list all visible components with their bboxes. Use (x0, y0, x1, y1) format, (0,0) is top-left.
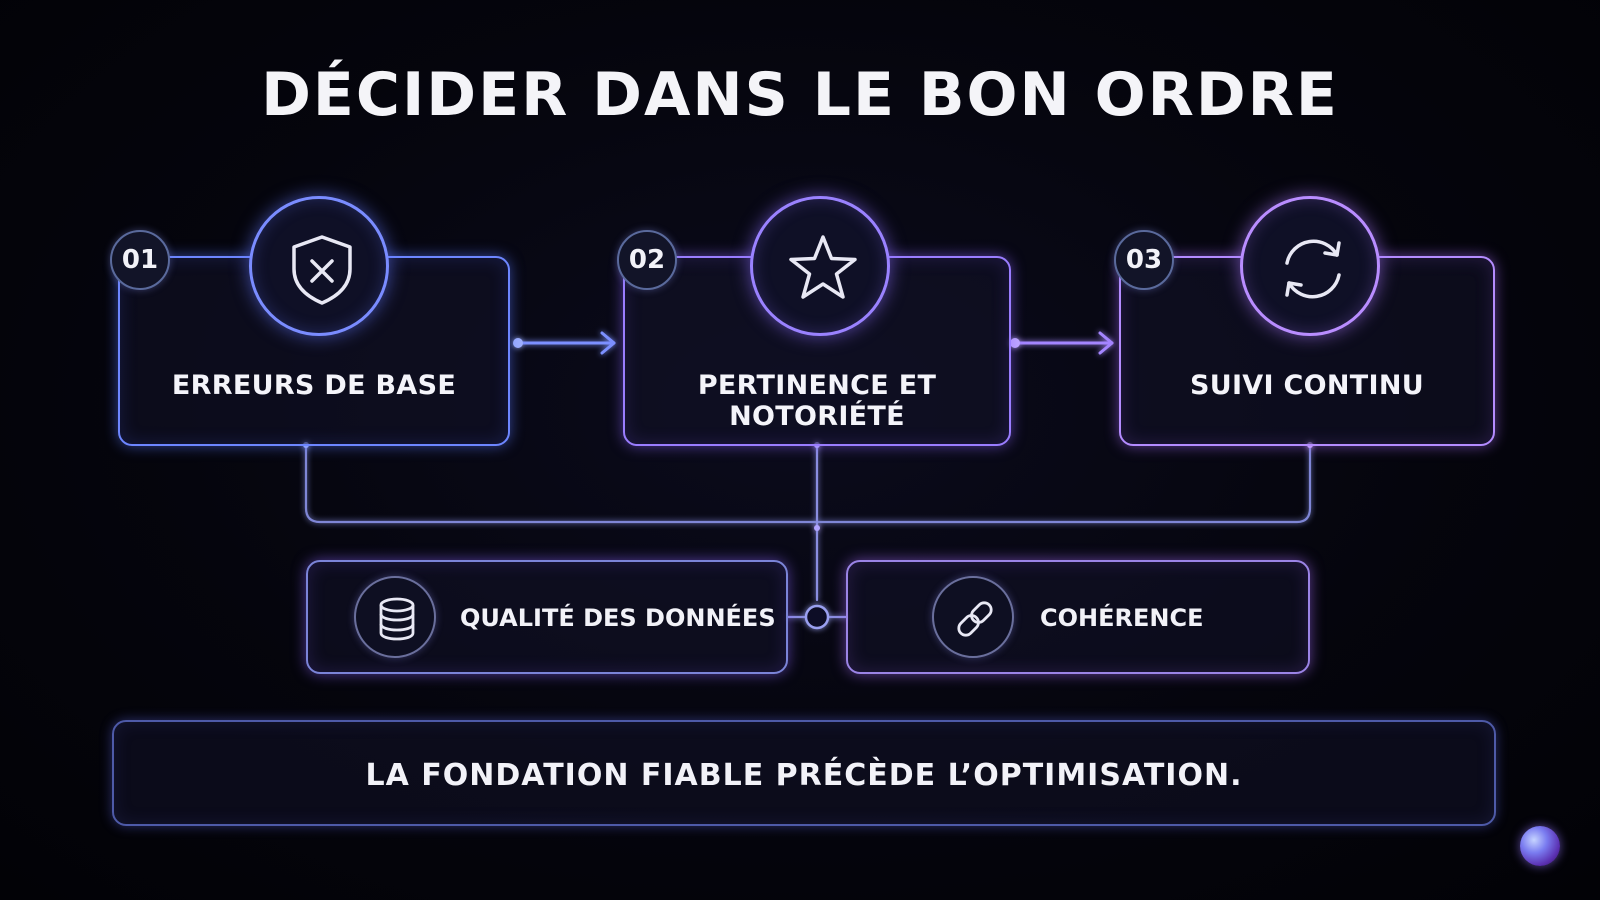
step-number-badge: 03 (1114, 230, 1174, 290)
logo-orb-icon (1520, 826, 1560, 866)
refresh-icon (1285, 239, 1341, 299)
support-card-data-quality: QUALITÉ DES DONNÉES (306, 560, 788, 674)
support-label: QUALITÉ DES DONNÉES (460, 604, 776, 632)
step-label: ERREURS DE BASE (171, 370, 457, 401)
star-icon (789, 235, 857, 299)
support-label: COHÉRENCE (1040, 604, 1204, 632)
page-title: DÉCIDER DANS LE BON ORDRE (261, 60, 1339, 130)
step-label: SUIVI CONTINU (1189, 370, 1424, 401)
support-icon-circle (932, 576, 1014, 658)
link-icon (957, 601, 993, 637)
step-number-badge: 02 (617, 230, 677, 290)
support-card-coherence: COHÉRENCE (846, 560, 1310, 674)
database-icon (379, 597, 415, 641)
hub-node (804, 604, 830, 630)
footer-banner: LA FONDATION FIABLE PRÉCÈDE L’OPTIMISATI… (112, 720, 1496, 826)
step-label: PERTINENCE ET NOTORIÉTÉ (697, 370, 937, 432)
step-icon-circle (750, 196, 890, 336)
footer-statement: LA FONDATION FIABLE PRÉCÈDE L’OPTIMISATI… (365, 758, 1243, 793)
support-icon-circle (354, 576, 436, 658)
step-number-badge: 01 (110, 230, 170, 290)
bracket-connector (304, 443, 1312, 524)
step-icon-circle (1240, 196, 1380, 336)
shield-x-icon (292, 235, 352, 305)
step-icon-circle (249, 196, 389, 336)
